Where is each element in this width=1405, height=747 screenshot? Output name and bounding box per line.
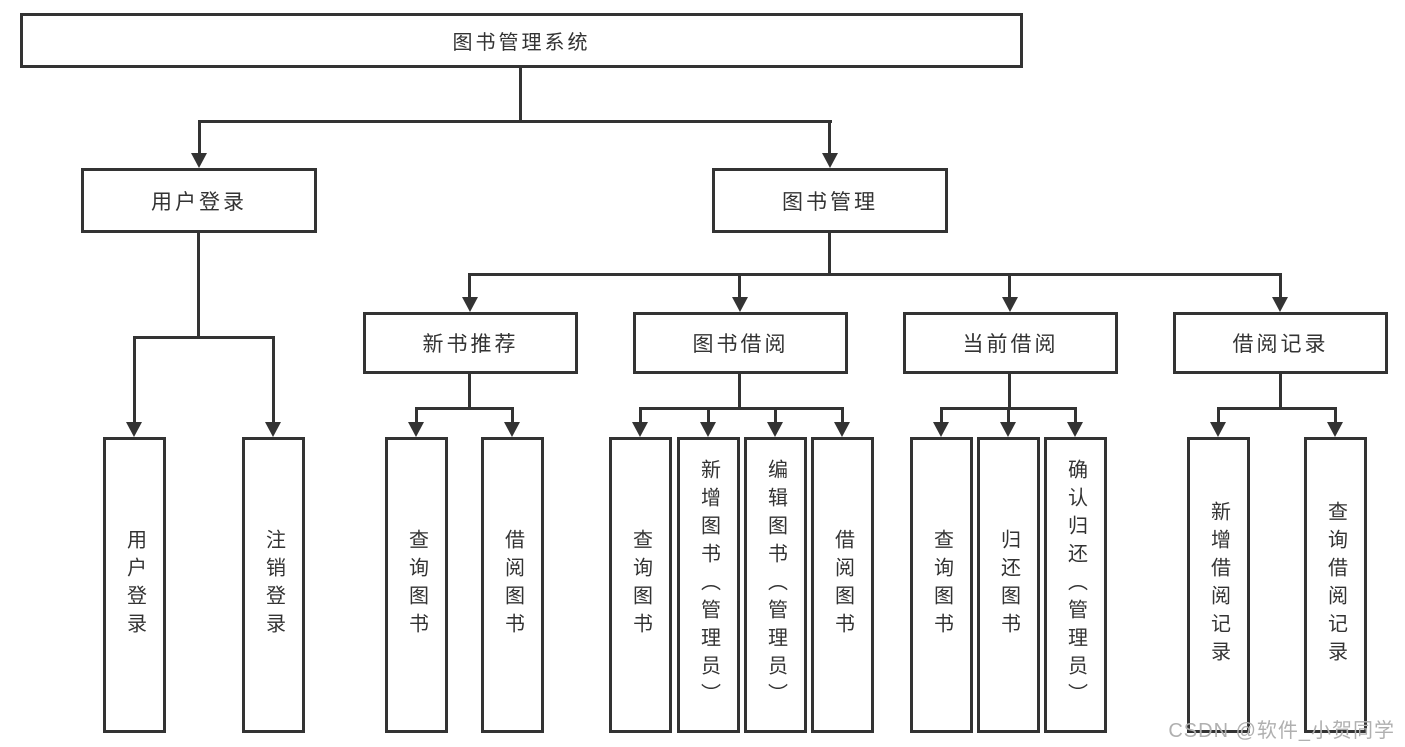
connector-root-stem	[519, 68, 522, 120]
arrow-down-icon	[700, 422, 716, 437]
node-current-borrowing-label: 当前借阅	[962, 333, 1059, 356]
leaf-label: 编辑图书（管理员）	[764, 459, 787, 711]
leaf-label: 用户登录	[123, 529, 146, 641]
leaf-label: 查询图书	[405, 529, 428, 641]
connector-stem	[738, 374, 741, 407]
connector-drop	[841, 407, 844, 423]
node-book-management-label: 图书管理	[782, 190, 878, 214]
arrow-down-icon	[1210, 422, 1226, 437]
leaf-query-books-recommend: 查询图书	[385, 437, 448, 733]
connector-drop-current	[1008, 273, 1011, 299]
arrow-down-icon	[632, 422, 648, 437]
node-borrow-records: 借阅记录	[1173, 312, 1388, 374]
leaf-label: 借阅图书	[501, 529, 524, 641]
connector-stem	[468, 374, 471, 407]
leaf-query-books-current: 查询图书	[910, 437, 973, 733]
connector-drop-borrowing	[738, 273, 741, 299]
connector-drop	[774, 407, 777, 423]
leaf-borrow-books-recommend: 借阅图书	[481, 437, 544, 733]
arrow-down-icon	[504, 422, 520, 437]
connector-drop	[707, 407, 710, 423]
node-book-borrowing-label: 图书借阅	[692, 333, 789, 356]
arrow-down-icon	[1067, 422, 1083, 437]
leaf-edit-books-admin: 编辑图书（管理员）	[744, 437, 807, 733]
connector-drop	[1007, 407, 1010, 423]
arrow-down-icon	[732, 297, 748, 312]
connector-drop-leaf-logout	[272, 336, 275, 422]
connector-drop-records	[1279, 273, 1282, 299]
leaf-return-books: 归还图书	[977, 437, 1040, 733]
connector-drop-book-mgmt	[828, 120, 831, 154]
csdn-watermark: CSDN @软件_小贺同学	[1168, 720, 1395, 742]
node-borrow-records-label: 借阅记录	[1232, 333, 1329, 356]
arrow-down-icon	[191, 153, 207, 168]
leaf-borrow-books: 借阅图书	[811, 437, 874, 733]
connector-drop	[1217, 407, 1220, 423]
node-book-borrowing: 图书借阅	[633, 312, 848, 374]
node-new-book-recommend: 新书推荐	[363, 312, 578, 374]
arrow-down-icon	[767, 422, 783, 437]
leaf-confirm-return-admin: 确认归还（管理员）	[1044, 437, 1107, 733]
leaf-label: 新增图书（管理员）	[697, 459, 720, 711]
arrow-down-icon	[408, 422, 424, 437]
leaf-add-borrow-record: 新增借阅记录	[1187, 437, 1250, 733]
connector-root-branch	[198, 120, 832, 123]
node-user-login: 用户登录	[81, 168, 317, 233]
arrow-down-icon	[462, 297, 478, 312]
leaf-label: 查询借阅记录	[1324, 501, 1347, 669]
connector-drop	[1074, 407, 1077, 423]
arrow-down-icon	[1272, 297, 1288, 312]
connector-stem	[1279, 374, 1282, 407]
node-new-book-recommend-label: 新书推荐	[422, 333, 519, 356]
node-root: 图书管理系统	[20, 13, 1023, 68]
connector-stem	[1008, 374, 1011, 407]
connector-drop-user-login	[198, 120, 201, 154]
leaf-label: 注销登录	[262, 529, 285, 641]
connector-book-mgmt-branch	[468, 273, 1282, 276]
connector-user-login-branch	[133, 336, 275, 339]
arrow-down-icon	[834, 422, 850, 437]
node-user-login-label: 用户登录	[151, 190, 247, 214]
leaf-query-books-borrowing: 查询图书	[609, 437, 672, 733]
arrow-down-icon	[933, 422, 949, 437]
node-book-management: 图书管理	[712, 168, 948, 233]
leaf-user-login: 用户登录	[103, 437, 166, 733]
arrow-down-icon	[126, 422, 142, 437]
leaf-add-books-admin: 新增图书（管理员）	[677, 437, 740, 733]
connector-book-mgmt-stem	[828, 233, 831, 273]
connector-branch	[415, 407, 514, 410]
arrow-down-icon	[822, 153, 838, 168]
node-current-borrowing: 当前借阅	[903, 312, 1118, 374]
leaf-label: 归还图书	[997, 529, 1020, 641]
leaf-query-borrow-record: 查询借阅记录	[1304, 437, 1367, 733]
connector-drop	[1334, 407, 1337, 423]
connector-drop	[940, 407, 943, 423]
node-root-label: 图书管理系统	[452, 32, 591, 54]
arrow-down-icon	[1002, 297, 1018, 312]
arrow-down-icon	[1327, 422, 1343, 437]
connector-drop	[511, 407, 514, 423]
leaf-label: 确认归还（管理员）	[1064, 459, 1087, 711]
leaf-label: 新增借阅记录	[1207, 501, 1230, 669]
arrow-down-icon	[265, 422, 281, 437]
leaf-label: 借阅图书	[831, 529, 854, 641]
leaf-label: 查询图书	[629, 529, 652, 641]
connector-branch	[639, 407, 844, 410]
connector-drop-leaf-login	[133, 336, 136, 422]
leaf-logout: 注销登录	[242, 437, 305, 733]
connector-user-login-stem	[197, 233, 200, 336]
arrow-down-icon	[1000, 422, 1016, 437]
connector-drop	[639, 407, 642, 423]
connector-branch	[1217, 407, 1337, 410]
connector-drop-new-books	[468, 273, 471, 299]
leaf-label: 查询图书	[930, 529, 953, 641]
connector-drop	[415, 407, 418, 423]
